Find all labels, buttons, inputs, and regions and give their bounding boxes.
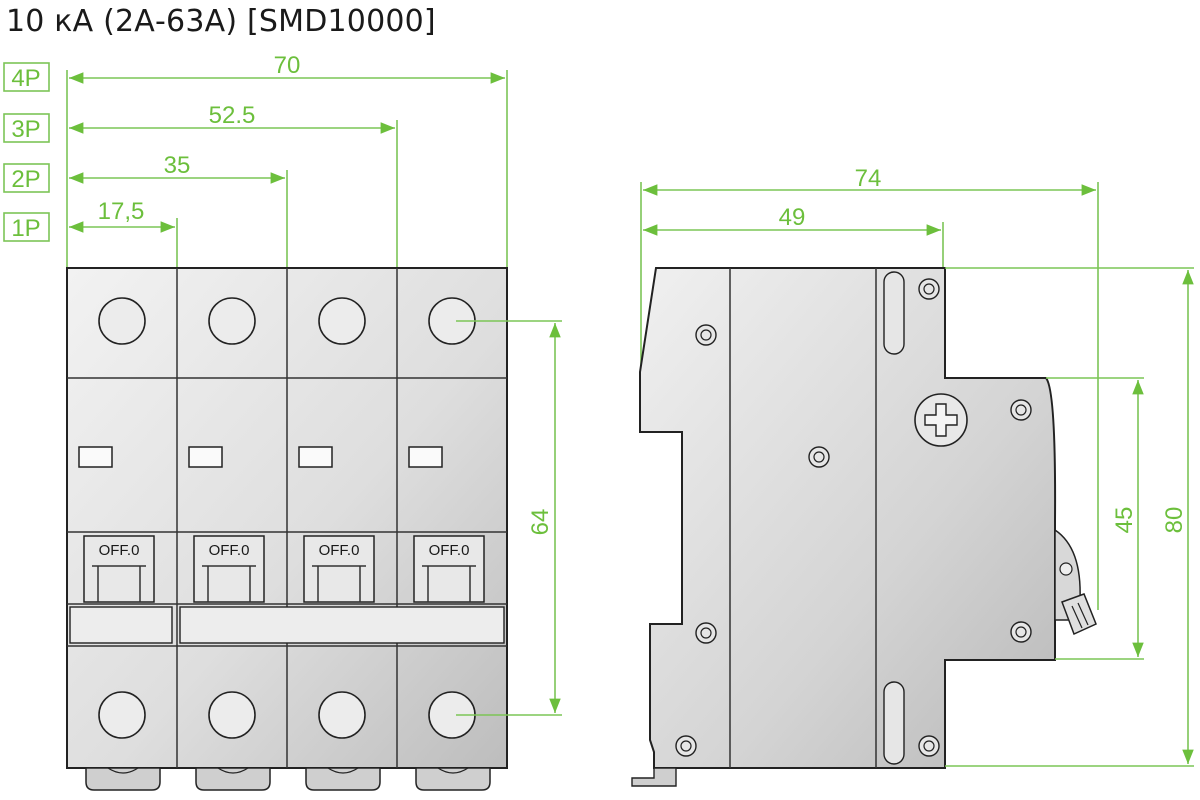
pole-label-3p-text: 3P [11,116,40,143]
page-title: 10 кА (2А-63А) [SMD10000] [6,4,436,39]
pole-label-1p-text: 1P [11,215,40,242]
indicator-window [188,446,223,468]
dim-64-label: 64 [527,509,554,536]
front-width-dimensions: 70 52.5 35 17,5 [66,52,508,268]
switch-label: OFF.0 [429,542,470,559]
terminal-screw-icon [318,297,366,345]
pole-label-2p-text: 2P [11,166,40,193]
indicator-window [408,446,443,468]
side-body [639,267,1057,769]
dim-49-label: 49 [779,204,806,231]
front-view: OFF.0 OFF.0 OFF.0 OFF.0 [66,267,562,791]
side-slot [883,271,905,355]
dim-52-5-label: 52.5 [209,102,256,129]
dim-74-label: 74 [855,165,882,192]
dim-70-label: 70 [274,52,301,79]
side-view: 74 49 [631,165,1194,787]
pole-label-4p-text: 4P [11,65,40,92]
toggle-handle-pole-4[interactable]: OFF.0 [413,535,485,603]
pole-label-4p: 4P [3,62,50,92]
indicator-window [298,446,333,468]
terminal-screw-icon [318,691,366,739]
indicator-window [78,446,113,468]
pole-labels: 4P 3P 2P 1P [3,62,50,242]
terminal-screw-icon [98,297,146,345]
tie-bar [179,606,505,644]
pole-label-1p: 1P [3,212,50,242]
din-rail-foot [631,767,677,787]
terminal-screw-icon [98,691,146,739]
toggle-handle-pole-3[interactable]: OFF.0 [303,535,375,603]
din-clips [85,767,491,791]
side-toggle-handle[interactable] [1054,528,1097,636]
tie-bar-left [69,606,173,644]
dim-80-label: 80 [1161,507,1188,534]
dim-45-label: 45 [1111,507,1138,534]
rivet-icons [675,278,1032,757]
dim-35-label: 35 [164,152,191,179]
switch-label: OFF.0 [209,542,250,559]
pole-label-3p: 3P [3,113,50,143]
toggle-handle-pole-2[interactable]: OFF.0 [193,535,265,603]
terminal-screw-icon [208,297,256,345]
toggle-handle-pole-1[interactable]: OFF.0 [83,535,155,603]
dim-17-5-label: 17,5 [98,198,145,225]
switch-label: OFF.0 [319,542,360,559]
terminal-screw-icon [208,691,256,739]
switch-label: OFF.0 [99,542,140,559]
phillips-screw-icon [914,393,968,447]
side-slot [883,681,905,765]
pole-label-2p: 2P [3,163,50,193]
